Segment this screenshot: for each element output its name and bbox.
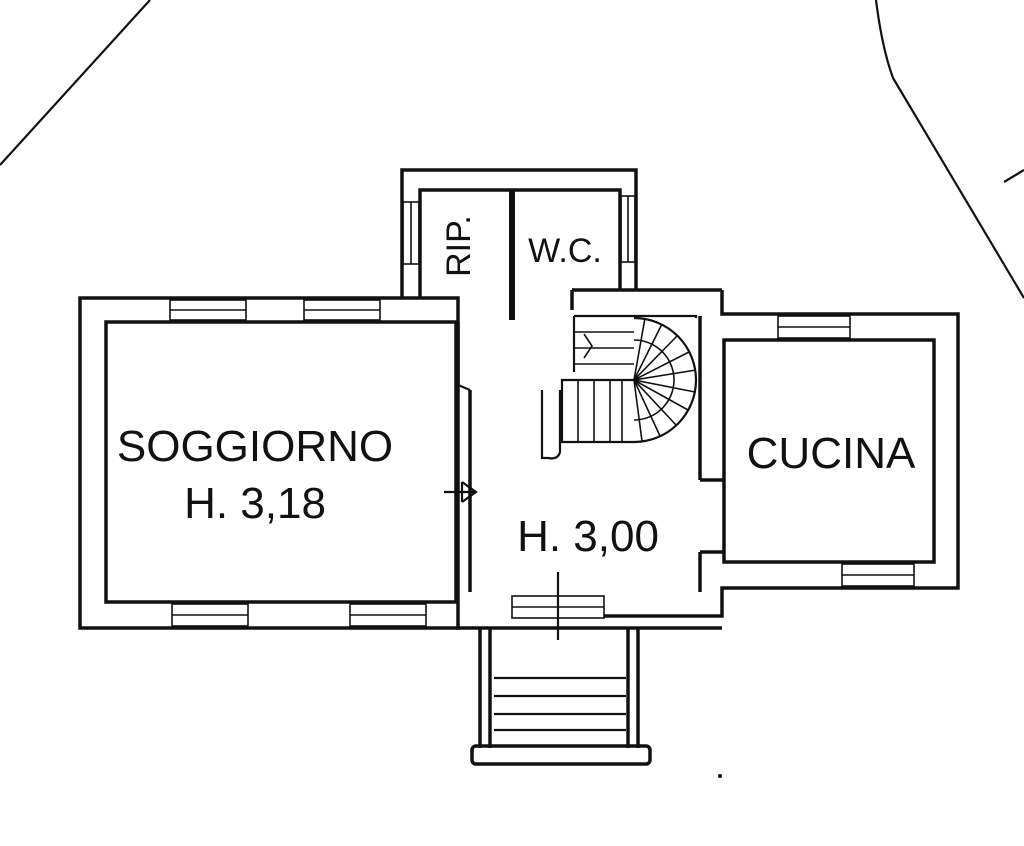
ripostiglio-label: RIP. — [440, 215, 478, 277]
hall-height-label: H. 3,00 — [517, 512, 659, 561]
exterior-steps — [470, 628, 652, 766]
cucina-walls — [604, 290, 960, 618]
soggiorno-height-label: H. 3,18 — [184, 479, 326, 528]
soggiorno-walls — [78, 296, 460, 630]
dot-mark — [718, 774, 722, 778]
cucina-label: CUCINA — [747, 429, 916, 478]
soggiorno-door — [444, 322, 478, 592]
soggiorno-label: SOGGIORNO — [117, 422, 393, 471]
service-block-walls — [400, 168, 722, 320]
spiral-staircase — [540, 314, 698, 460]
wc-label: W.C. — [528, 232, 602, 270]
entrance — [456, 572, 722, 640]
lot-boundary — [0, 0, 1024, 299]
